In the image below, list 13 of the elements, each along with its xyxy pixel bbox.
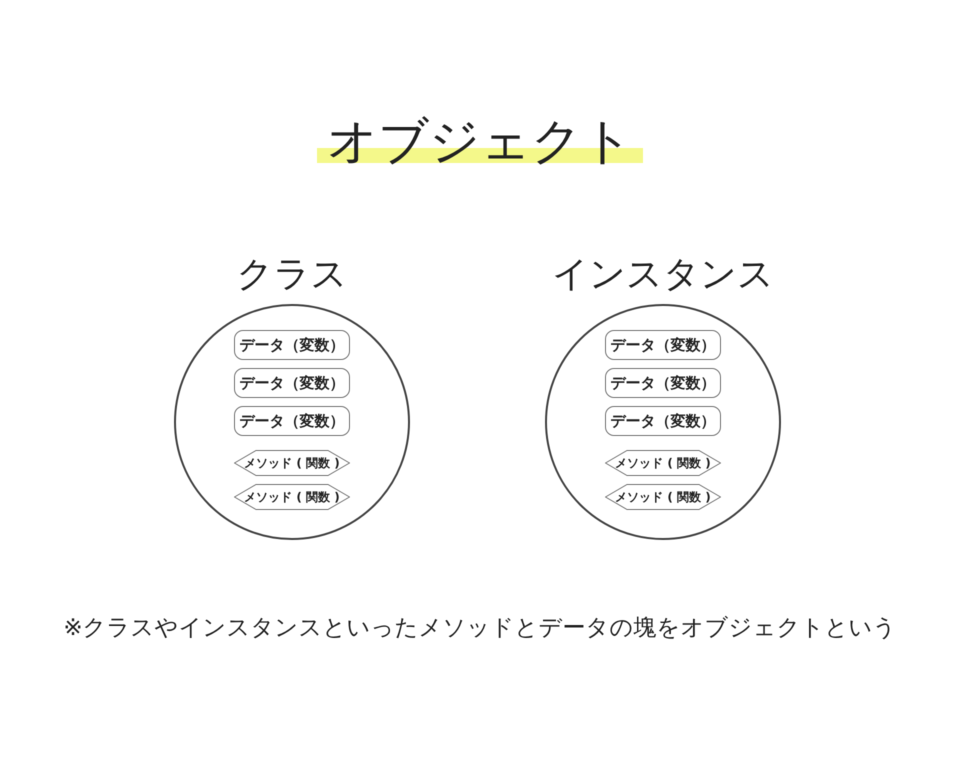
method-hexagon: メソッド ( 関数 )	[605, 450, 721, 476]
data-box: データ（変数）	[234, 368, 350, 398]
data-box: データ（変数）	[605, 368, 721, 398]
data-box: データ（変数）	[605, 330, 721, 360]
data-box: データ（変数）	[605, 406, 721, 436]
method-hexagon: メソッド ( 関数 )	[234, 450, 350, 476]
circle-heading: クラス	[236, 253, 348, 297]
data-box: データ（変数）	[234, 406, 350, 436]
data-box: データ（変数）	[234, 330, 350, 360]
method-hexagon: メソッド ( 関数 )	[234, 484, 350, 510]
circle-heading: インスタンス	[551, 253, 775, 297]
method-hexagon: メソッド ( 関数 )	[605, 484, 721, 510]
caption-note: ※クラスやインスタンスといったメソッドとデータの塊をオブジェクトという	[62, 614, 898, 643]
